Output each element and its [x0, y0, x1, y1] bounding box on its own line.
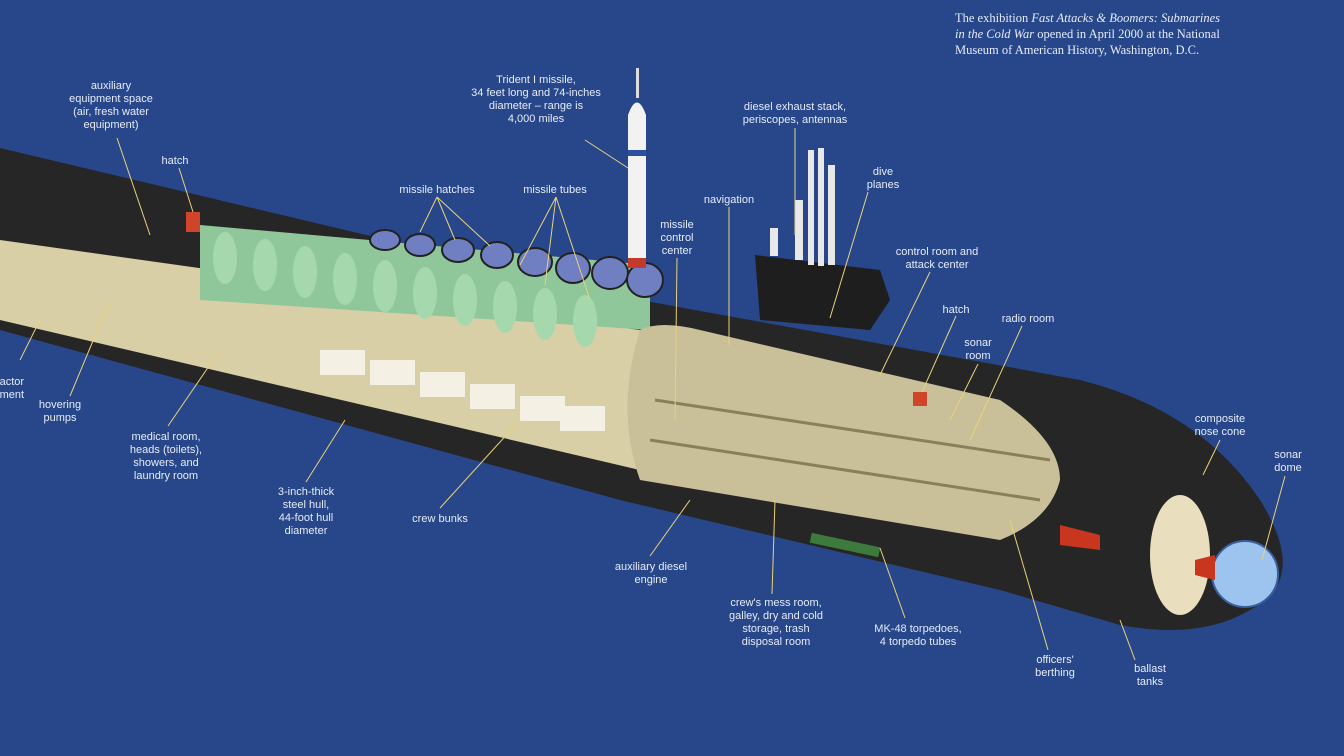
trident-missile: [628, 68, 646, 268]
label-auxiliary-diesel: auxiliary diesel engine: [614, 561, 688, 586]
label-sonar-room: sonar room: [964, 337, 992, 362]
label-trident-missile: Trident I missile, 34 feet long and 74-i…: [471, 74, 601, 125]
label-sonar-dome: sonar dome: [1274, 449, 1302, 474]
label-hatch-aft: hatch: [161, 155, 189, 167]
label-missile-tubes: missile tubes: [523, 184, 587, 196]
exhibition-caption: The exhibition Fast Attacks & Boomers: S…: [955, 10, 1220, 58]
label-medical-room: medical room, heads (toilets), showers, …: [129, 431, 203, 482]
label-missile-hatches: missile hatches: [399, 184, 475, 196]
label-officers-berthing: officers' berthing: [1035, 654, 1075, 679]
label-ballast-tanks: ballast tanks: [1134, 663, 1166, 688]
label-missile-control: missile control center: [660, 219, 694, 257]
exhibition-title-cont: in the Cold War: [955, 27, 1035, 41]
leader-lines: [19, 128, 1286, 661]
label-dive-planes: dive planes: [866, 166, 900, 191]
label-torpedoes: MK-48 torpedoes, 4 torpedo tubes: [874, 623, 962, 648]
label-crew-bunks: crew bunks: [412, 513, 468, 525]
exhibition-title: Fast Attacks & Boomers: Submarines: [1031, 11, 1221, 25]
label-diesel-stack: diesel exhaust stack, periscopes, antenn…: [742, 101, 848, 126]
sail: [755, 255, 890, 330]
caption-text: opened in April 2000 at the National: [1034, 27, 1220, 41]
caption-text: Museum of American History, Washington, …: [955, 43, 1200, 57]
label-nose-cone: composite nose cone: [1194, 413, 1246, 438]
torpedo: [809, 532, 881, 558]
label-radio-room: radio room: [1001, 313, 1055, 325]
label-navigation: navigation: [703, 194, 755, 206]
label-mess-room: crew's mess room, galley, dry and cold s…: [729, 597, 823, 648]
label-control-room: control room and attack center: [895, 246, 979, 271]
label-steel-hull: 3-inch-thick steel hull, 44-foot hull di…: [277, 486, 335, 537]
label-hovering-pumps: hovering pumps: [38, 399, 82, 424]
caption-text: The exhibition: [955, 11, 1032, 25]
crew-bunks: [320, 350, 605, 431]
sonar-dome: [1211, 540, 1279, 608]
periscopes-antennas: [770, 148, 835, 266]
missile-hatches: [369, 229, 664, 298]
label-reactor: reactor compartment: [0, 376, 25, 401]
nose-bulkhead: [1150, 495, 1210, 615]
missile-tubes: [213, 232, 597, 347]
label-hatch-forward: hatch: [942, 304, 970, 316]
label-auxiliary-equipment: auxiliary equipment space (air, fresh wa…: [69, 80, 153, 131]
